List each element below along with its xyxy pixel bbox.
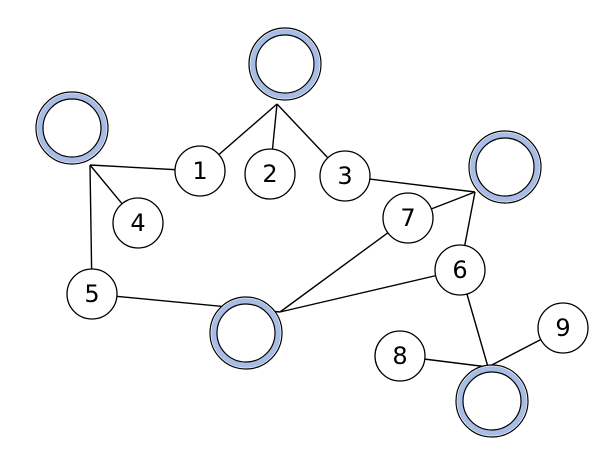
hub-d-blue-band <box>211 298 281 368</box>
node-5: 5 <box>66 268 118 320</box>
hub-d-ring <box>209 296 283 370</box>
edge-hub-d-n7 <box>279 217 409 313</box>
node-8: 8 <box>374 330 426 382</box>
node-6: 6 <box>434 244 486 296</box>
node-9: 9 <box>537 302 589 354</box>
hub-c-ring <box>468 130 542 204</box>
hub-b-inner-circle <box>42 98 102 158</box>
edge-hub-d-n6 <box>279 269 461 313</box>
node-3-label: 3 <box>337 162 352 190</box>
hub-b-ring <box>35 91 109 165</box>
node-9-label: 9 <box>555 314 570 342</box>
node-2-circle <box>244 148 296 200</box>
node-3-circle <box>319 150 371 202</box>
node-2: 2 <box>244 148 296 200</box>
node-7-circle <box>382 192 434 244</box>
hub-a-ring <box>248 27 322 101</box>
node-1-circle <box>174 145 226 197</box>
hub-e-inner-circle <box>462 371 522 431</box>
node-6-label: 6 <box>452 256 467 284</box>
node-2-label: 2 <box>262 160 277 188</box>
hub-d-inner-circle <box>216 303 276 363</box>
node-6-circle <box>434 244 486 296</box>
hub-a-blue-band <box>250 29 320 99</box>
node-8-circle <box>374 330 426 382</box>
node-4-label: 4 <box>130 209 145 237</box>
node-7-label: 7 <box>400 204 415 232</box>
node-8-label: 8 <box>392 342 407 370</box>
node-4-circle <box>112 197 164 249</box>
node-5-circle <box>66 268 118 320</box>
hub-e-blue-band <box>457 366 527 436</box>
node-1: 1 <box>174 145 226 197</box>
nodes-layer: 1 2 3 4 5 6 7 8 9 <box>35 27 589 438</box>
hub-b-blue-band <box>37 93 107 163</box>
hub-a-inner-circle <box>255 34 315 94</box>
node-3: 3 <box>319 150 371 202</box>
node-1-label: 1 <box>192 157 207 185</box>
hub-c-blue-band <box>470 132 540 202</box>
node-9-circle <box>537 302 589 354</box>
node-4: 4 <box>112 197 164 249</box>
node-5-label: 5 <box>84 280 99 308</box>
node-7: 7 <box>382 192 434 244</box>
hub-e-ring <box>455 364 529 438</box>
hub-c-inner-circle <box>475 137 535 197</box>
